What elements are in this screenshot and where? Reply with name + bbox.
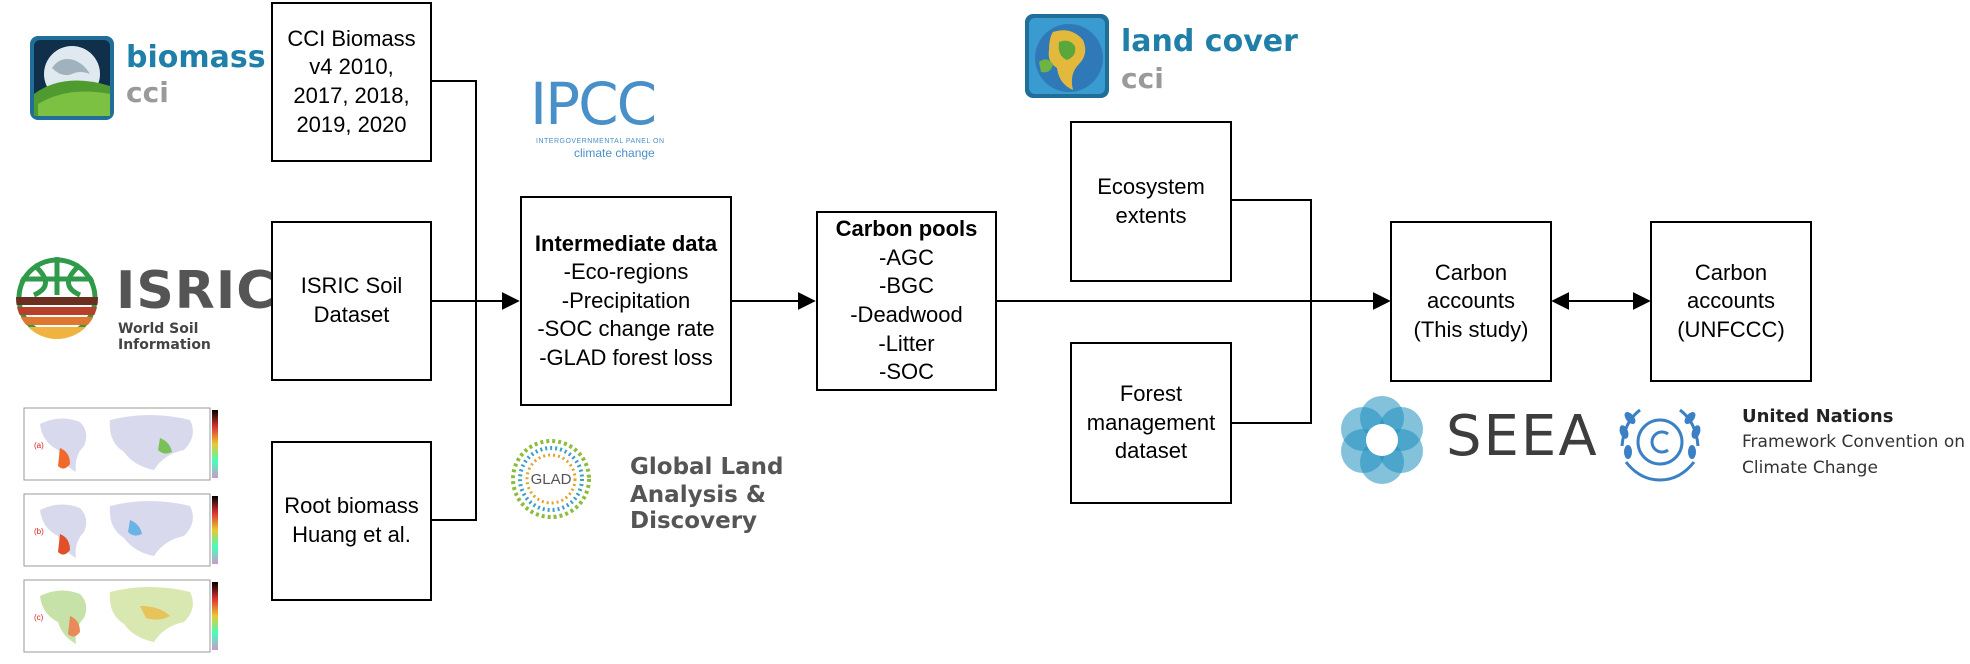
isric-emblem-icon (16, 257, 98, 339)
box-carbon-accounts-study: Carbon accounts (This study) (1390, 221, 1552, 382)
biomass-cci-sub: cci (126, 76, 169, 109)
land-cover-cci-word: land cover (1121, 24, 1298, 59)
land-cover-cci-sub: cci (1121, 62, 1164, 95)
glad-inner-text: GLAD (531, 471, 572, 488)
box-carbon-pools: Carbon pools -AGC -BGC -Deadwood -Litter… (816, 211, 997, 391)
box-isric-soil-text: ISRIC Soil Dataset (300, 273, 403, 327)
glad-logo: GLAD Global Land Analysis & Discovery (508, 439, 868, 534)
map-panel-a: (a) (23, 407, 218, 481)
map-panel-b-label: (b) (34, 527, 44, 536)
intermediate-title: Intermediate data (534, 230, 718, 256)
ipcc-logo: IPCC INTERGOVERNMENTAL PANEL ON climate … (530, 70, 670, 163)
glad-word-2: Analysis & Discovery (630, 482, 766, 534)
unfccc-line-3: Climate Change (1742, 458, 1878, 478)
map-panel-b: (b) (23, 493, 218, 567)
line-ecosystem-bracket (1231, 199, 1312, 424)
box-ecosystem-extents: Ecosystem extents (1070, 121, 1232, 282)
biomass-globe-icon (30, 36, 114, 120)
box-forest-management: Forest management dataset (1070, 342, 1232, 504)
land-cover-globe-icon (1025, 14, 1109, 98)
isric-sub: World Soil Information (118, 321, 211, 353)
carbon-pools-items: -AGC -BGC -Deadwood -Litter -SOC (850, 244, 963, 385)
unfccc-logo: United Nations Framework Convention on C… (1610, 402, 1970, 492)
carbon-pools-title: Carbon pools (835, 216, 978, 242)
map-panel-c: (c) (23, 579, 218, 653)
map-panel-c-label: (c) (34, 613, 44, 622)
unfccc-line-1: United Nations (1742, 406, 1894, 427)
box-isric-soil: ISRIC Soil Dataset (271, 221, 432, 381)
intermediate-items: -Eco-regions -Precipitation -SOC change … (537, 259, 715, 370)
glad-word-1: Global Land (630, 454, 784, 480)
biomass-cci-word: biomass (126, 40, 266, 75)
box-intermediate-data: Intermediate data -Eco-regions -Precipit… (520, 196, 732, 406)
seea-word: SEEA (1446, 404, 1599, 469)
ecosystem-extents-text: Ecosystem extents (1097, 173, 1205, 228)
ipcc-sub2: climate change (574, 146, 655, 160)
box-root-biomass-text: Root biomass Huang et al. (284, 493, 419, 547)
seea-flower-icon (1341, 396, 1423, 484)
unfccc-line-2: Framework Convention on (1742, 432, 1965, 452)
box-cci-biomass: CCI Biomass v4 2010, 2017, 2018, 2019, 2… (271, 2, 432, 162)
carbon-accounts-study-text: Carbon accounts (This study) (1413, 259, 1529, 342)
forest-management-text: Forest management dataset (1086, 381, 1216, 464)
carbon-accounts-unfccc-text: Carbon accounts (UNFCCC) (1677, 259, 1785, 342)
biomass-cci-logo: biomass cci (28, 34, 266, 124)
box-root-biomass: Root biomass Huang et al. (271, 441, 432, 601)
isric-word: ISRIC (116, 261, 276, 321)
ipcc-word: IPCC (530, 70, 657, 138)
seea-logo: SEEA (1330, 388, 1597, 492)
root-biomass-maps: (a) (b) (c) (10, 404, 232, 662)
isric-logo: ISRIC World Soil Information (14, 255, 274, 353)
land-cover-cci-logo: land cover cci (1023, 12, 1303, 102)
box-carbon-accounts-unfccc: Carbon accounts (UNFCCC) (1650, 221, 1812, 382)
map-panel-a-label: (a) (34, 441, 44, 450)
glad-emblem-icon: GLAD (511, 439, 591, 519)
ipcc-sub1: INTERGOVERNMENTAL PANEL ON (536, 138, 665, 145)
box-cci-biomass-text: CCI Biomass v4 2010, 2017, 2018, 2019, 2… (287, 25, 416, 137)
unfccc-emblem-icon (1619, 408, 1701, 482)
